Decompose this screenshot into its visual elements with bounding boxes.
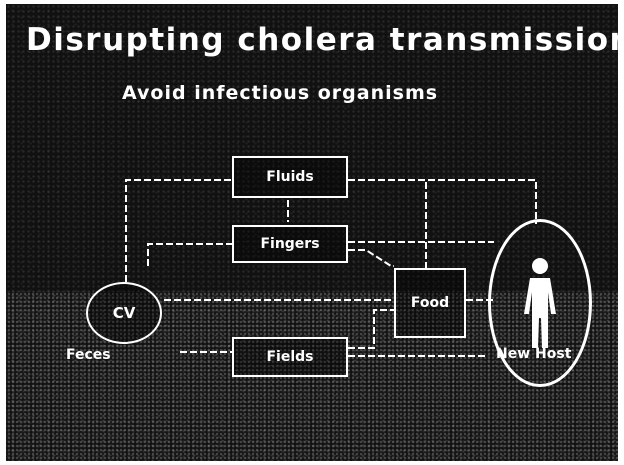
node-fields: Fields	[232, 337, 348, 377]
node-fluids-label: Fluids	[266, 169, 314, 185]
node-host-caption: New Host	[496, 346, 572, 362]
slide-title: Disrupting cholera transmission	[26, 22, 618, 58]
slide: Disrupting cholera transmission Avoid in…	[6, 4, 618, 461]
node-fingers: Fingers	[232, 225, 348, 263]
connector-lines	[125, 179, 537, 357]
node-source-caption: Feces	[66, 347, 111, 363]
node-food: Food	[394, 268, 466, 338]
node-host-ellipse	[488, 219, 592, 387]
node-fields-label: Fields	[266, 349, 314, 365]
line-fields-food	[348, 309, 394, 349]
line-feces-fingers	[147, 243, 232, 266]
node-source-label: CV	[112, 304, 136, 322]
slide-subtitle: Avoid infectious organisms	[122, 82, 439, 104]
node-fingers-label: Fingers	[260, 236, 320, 252]
node-source-circle: CV	[86, 282, 162, 344]
node-food-label: Food	[410, 295, 450, 311]
node-fluids: Fluids	[232, 156, 348, 198]
line-fingers-food	[348, 249, 394, 267]
line-feces-fluids	[125, 179, 232, 282]
person-icon	[524, 258, 556, 348]
line-fluids-food	[348, 179, 427, 268]
line-fluids-host	[348, 179, 537, 224]
